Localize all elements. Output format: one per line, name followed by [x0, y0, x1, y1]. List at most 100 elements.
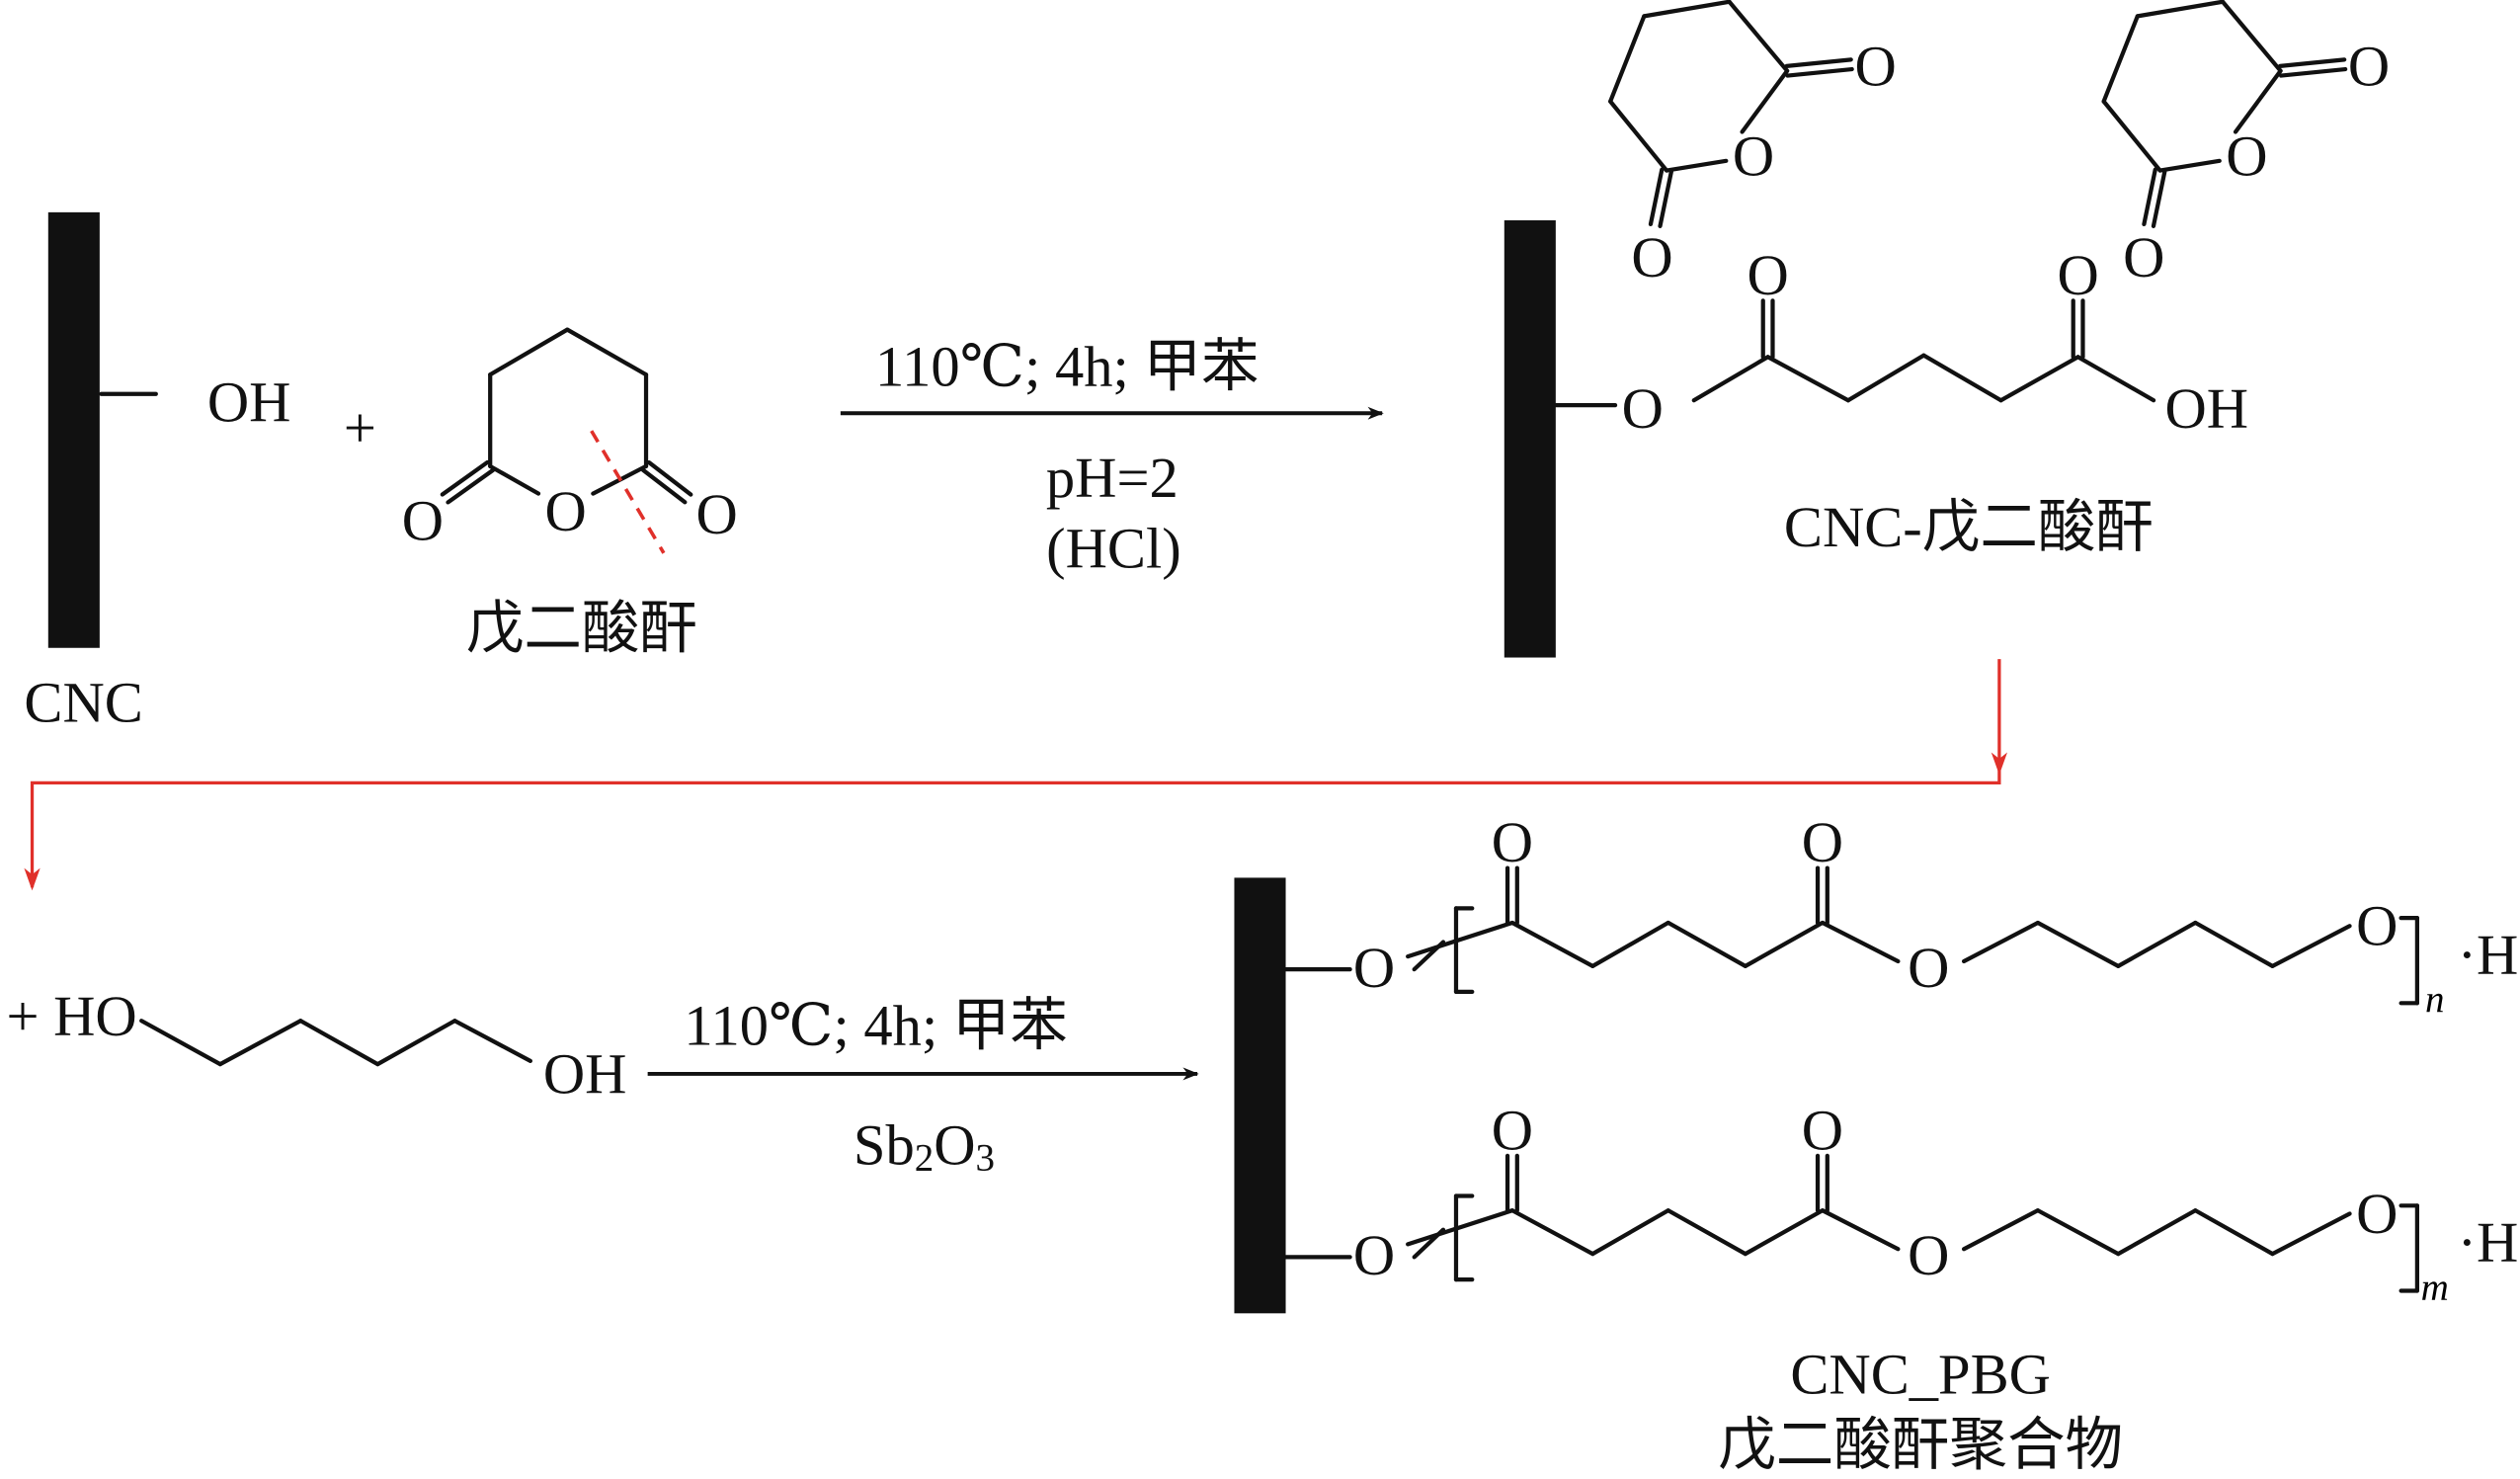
ring-bond [1608, 99, 1669, 173]
ring-carbonyl-bond [1784, 57, 1853, 68]
butanediol-bond [139, 1019, 223, 1067]
bonds [99, 0, 2348, 1067]
anhydride-carbonyl-bond [440, 459, 490, 497]
carbonyl-oxygen-1: O [1747, 243, 1788, 307]
ring-carbonyl-bond [2142, 167, 2157, 227]
ring-carbonyl-bond [2151, 169, 2167, 228]
cnc-bar-product2 [1234, 877, 1286, 1314]
ring-bond [1740, 68, 1790, 134]
butylene-bond [1961, 920, 2041, 964]
chain-bond [2075, 355, 2156, 403]
terminal-hydrogen: ·H [2458, 1210, 2519, 1274]
chain-bond [1666, 920, 1748, 969]
butylene-bond [2116, 1208, 2198, 1257]
repeat-count-n: n [2425, 979, 2445, 1022]
butylene-bond [2035, 1208, 2121, 1257]
ring-bond [2157, 158, 2222, 173]
anhydride-carbonyl-bond [446, 467, 496, 505]
chain-bond [1743, 1208, 1826, 1257]
step1-conditions-top: 110℃; 4h; 甲苯 [875, 335, 1260, 399]
ring2-carbonyl-oxygen-right: O [2348, 34, 2390, 98]
carbonyl-oxygen-2: O [2057, 243, 2098, 307]
ring-bond [2233, 68, 2283, 134]
terminal-oxygen: O [2356, 1182, 2398, 1246]
butanediol-oh: OH [543, 1041, 627, 1106]
step2-conditions-top: 110℃; 4h; 甲苯 [684, 994, 1068, 1058]
chain-bond [1406, 1208, 1515, 1247]
chain-bond [1691, 355, 1770, 403]
cleavage-mark [590, 430, 666, 554]
wavy-attachment-mark [1412, 1227, 1446, 1260]
step1-conditions-acid: (HCl) [1046, 516, 1181, 580]
anhydride-ring-oxygen: O [545, 479, 587, 543]
anhydride-carbonyl-bond [640, 467, 688, 505]
butylene-bond [2193, 1208, 2275, 1257]
cnc-label: CNC [24, 671, 142, 735]
butanediol-bond [452, 1019, 532, 1063]
butylene-bond [1961, 1208, 2041, 1252]
chain-bond [1998, 355, 2080, 403]
ring1-carbonyl-oxygen-bottom: O [1631, 225, 1672, 289]
carbonyl-oxygen: O [1802, 1098, 1843, 1162]
chain-oxygen: O [1908, 936, 1949, 1000]
ring-bond [1727, 0, 1790, 73]
terminal-oxygen: O [2356, 894, 2398, 958]
ring-bond [2220, 0, 2283, 73]
chain-bond [1845, 353, 1926, 403]
chain-bond [1406, 920, 1515, 959]
ring-carbonyl-bond [1658, 169, 1674, 228]
ring-carbonyl-bond [2277, 57, 2347, 68]
ring-bond [2135, 0, 2226, 19]
butylene-bond [2270, 1211, 2352, 1257]
butanediol-ho: + HO [7, 984, 137, 1048]
wavy-attachment-mark [1412, 940, 1446, 972]
product2-label-2: 戊二酸酐聚合物 [1718, 1413, 2123, 1477]
ring-bond [1664, 158, 1729, 173]
anhydride-carbonyl-oxygen-right: O [695, 482, 737, 546]
chain-bond [1666, 1208, 1748, 1257]
anhydride-carbonyl-bond [646, 459, 693, 497]
carbonyl-oxygen: O [1802, 810, 1843, 874]
terminal-hydrogen: ·H [2458, 923, 2519, 987]
butylene-bond [2035, 920, 2121, 969]
ring2-oxygen: O [2226, 123, 2267, 188]
ring2-carbonyl-oxygen-bottom: O [2123, 225, 2164, 289]
ester-oxygen: O [1622, 376, 1664, 441]
ring1-carbonyl-oxygen-right: O [1854, 34, 1896, 98]
product1-label: CNC-戊二酸酐 [1784, 495, 2154, 559]
ring-bond [2101, 99, 2162, 173]
plus-sign: + [344, 395, 376, 459]
chain-bond [1509, 1208, 1595, 1257]
butylene-bond [2270, 924, 2352, 969]
ring-bond [1608, 14, 1647, 104]
carboxylic-oh: OH [2164, 376, 2248, 441]
ring-carbonyl-bond [1785, 66, 1854, 78]
flow-arrow [30, 659, 2001, 888]
anhydride-label: 戊二酸酐 [466, 597, 697, 661]
repeat-count-m: m [2421, 1267, 2449, 1309]
butylene-bond [2193, 920, 2275, 969]
ester-oxygen: O [1353, 1223, 1395, 1287]
chain-bond [1921, 353, 2003, 403]
butylene-bond [2116, 920, 2198, 969]
chain-bond [1509, 920, 1595, 969]
chain-oxygen: O [1908, 1223, 1949, 1287]
cnc-bar-reactant [47, 211, 100, 648]
step1-conditions-ph: pH=2 [1046, 446, 1179, 510]
step2-catalyst: Sb2O3 [854, 1112, 995, 1179]
butanediol-bond [375, 1019, 457, 1067]
ring-carbonyl-bond [2278, 66, 2348, 78]
anhydride-ring-bond [565, 327, 649, 377]
chain-bond [1820, 1208, 1901, 1252]
anhydride-ring-bond [488, 463, 541, 496]
chain-bond [1765, 355, 1851, 403]
ring-bond [1642, 0, 1732, 19]
flow-arrowhead-2 [24, 867, 41, 891]
carbonyl-oxygen: O [1492, 1098, 1533, 1162]
chain-bond [1590, 1208, 1670, 1257]
carbonyl-oxygen: O [1492, 810, 1533, 874]
ring1-oxygen: O [1733, 123, 1774, 188]
flow-arrowhead-1 [1991, 752, 2008, 776]
